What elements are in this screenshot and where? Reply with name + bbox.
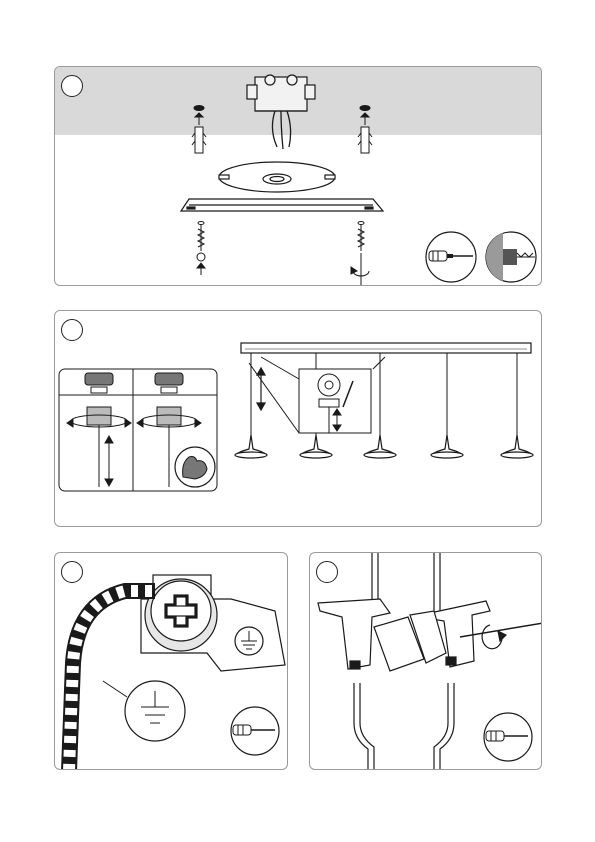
earth-symbol-icon xyxy=(103,681,185,741)
earth-symbol-icon xyxy=(235,627,263,655)
junction-box xyxy=(247,75,315,111)
screwdriver-icon xyxy=(484,713,532,761)
terminal-block xyxy=(318,599,490,671)
mounting-bracket xyxy=(181,199,383,211)
ceiling-mount-diagram xyxy=(55,67,542,286)
screw-right xyxy=(351,222,369,287)
screwdriver-icon xyxy=(231,707,279,755)
earth-connection-diagram xyxy=(55,553,288,770)
clamp-detail xyxy=(249,357,385,433)
screw-left xyxy=(197,222,205,276)
panel-earth-connection xyxy=(54,552,288,770)
adjust-arrow-left xyxy=(257,368,265,410)
height-adjustment-diagram xyxy=(55,311,542,527)
earth-terminal xyxy=(141,575,285,671)
step-badge xyxy=(61,561,83,583)
panel-ceiling-mount xyxy=(54,66,542,286)
wire-connection-diagram xyxy=(310,553,542,770)
panel-height-adjustment xyxy=(54,310,542,527)
step-badge xyxy=(61,319,83,341)
screwdriver-icon xyxy=(426,232,476,282)
step-badge xyxy=(316,561,338,583)
pendant-wires xyxy=(251,353,517,441)
ceiling-bar xyxy=(241,343,531,353)
canopy-plate xyxy=(219,162,335,192)
step-badge xyxy=(61,75,83,97)
arm-strength-icon xyxy=(175,447,215,487)
rotate-arrow-icon xyxy=(482,625,506,649)
pendant-shades xyxy=(235,435,533,458)
panel-wire-connection xyxy=(309,552,542,770)
drill-icon xyxy=(486,232,536,282)
